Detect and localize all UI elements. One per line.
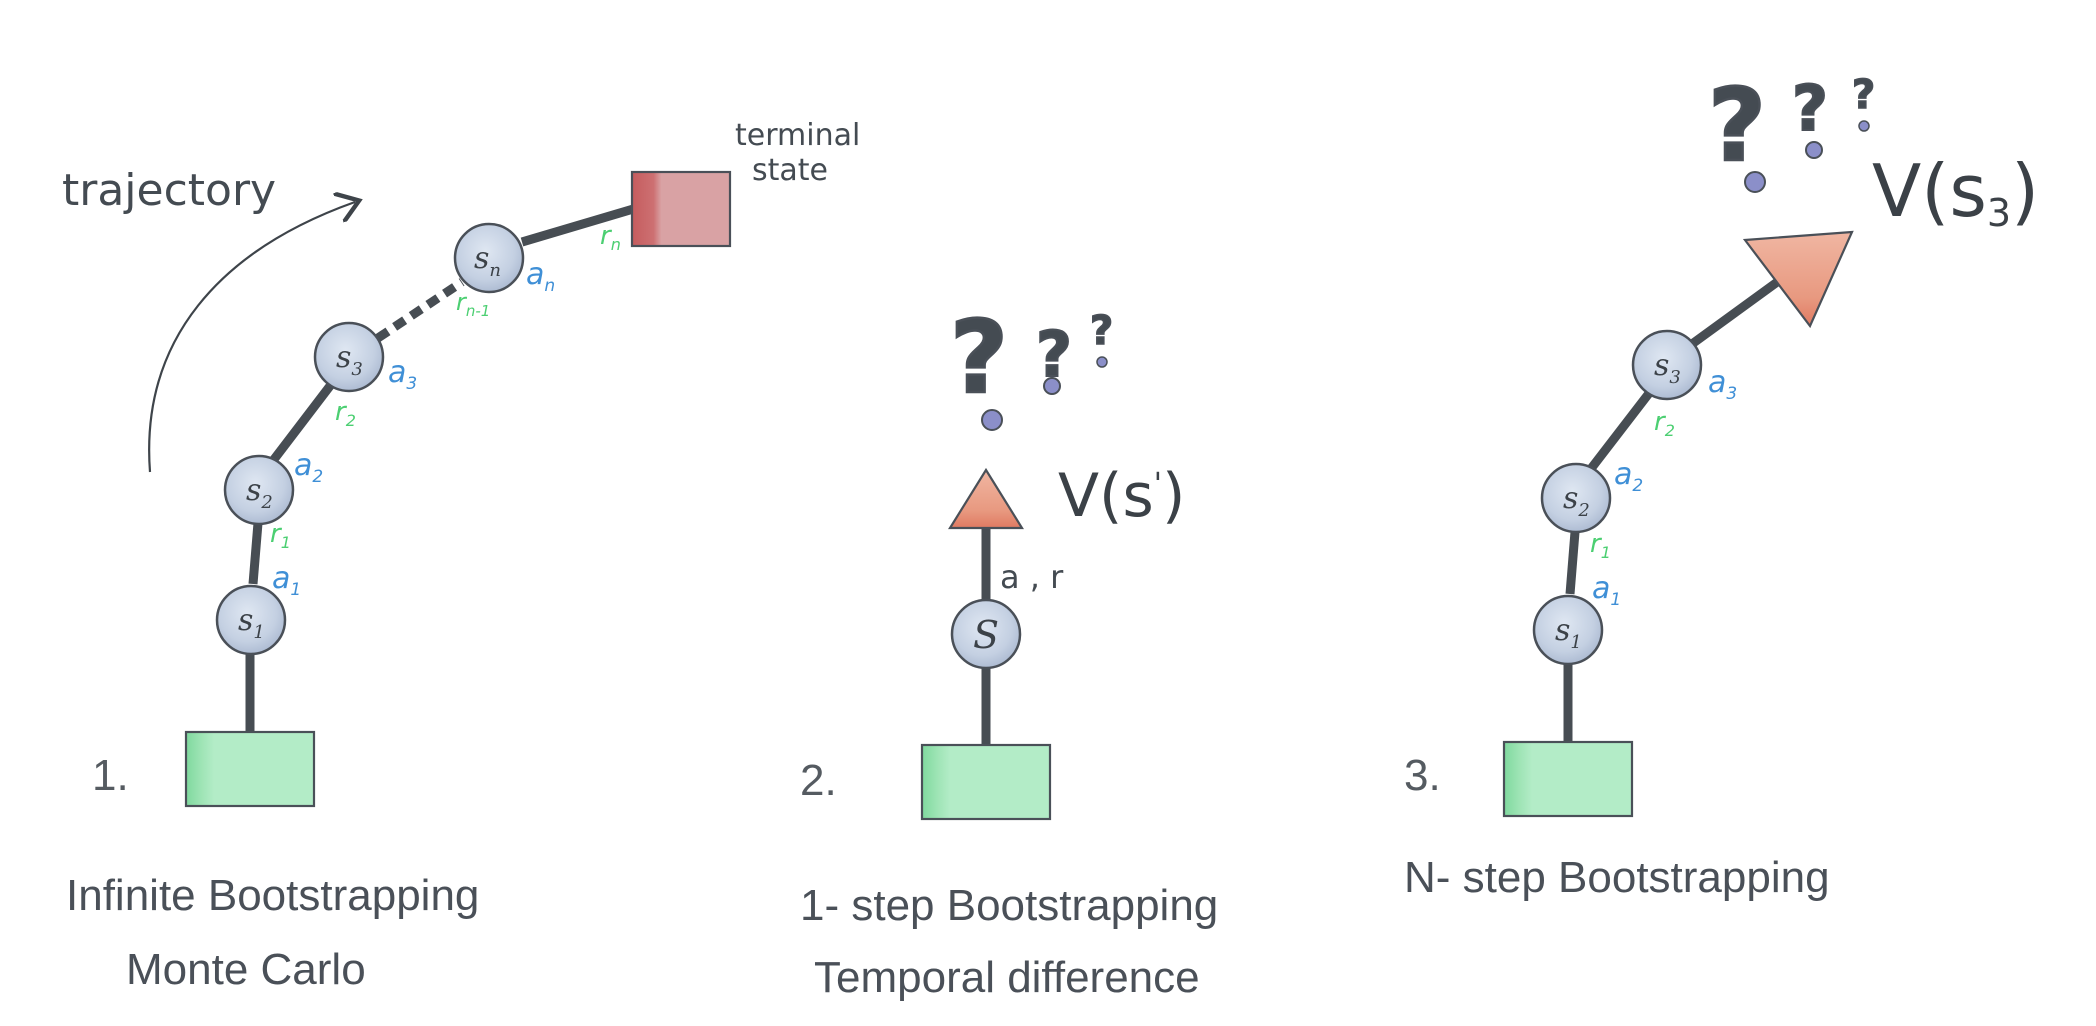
svg-text:s3: s3 <box>1654 348 1681 388</box>
terminal-label-line2: state <box>752 153 828 188</box>
state-node-s1: s1 <box>215 584 287 656</box>
svg-text:s1: s1 <box>1555 613 1582 653</box>
reward-label-rn: rn <box>600 221 621 254</box>
state-node-s1-p3: s1 <box>1532 594 1604 666</box>
edge-s1-s2-p3 <box>1565 531 1580 595</box>
edge-s3-next-p3 <box>1689 276 1783 348</box>
value-label-s-prime: V(s') <box>1058 461 1185 531</box>
n-step-state-triangle <box>1742 230 1854 329</box>
svg-text:s1: s1 <box>238 603 265 643</box>
panel-number-3: 3. <box>1404 751 1441 800</box>
reward-label-rn-1: rn-1 <box>456 288 490 320</box>
question-marks-3: ? ? ? <box>1707 66 1876 193</box>
action-label-a3-p3: a3 <box>1708 365 1737 404</box>
panel-number-2: 2. <box>800 756 837 805</box>
edge-s2-s3 <box>268 379 337 465</box>
reward-label-r2-p3: r2 <box>1654 407 1675 440</box>
edge-s3-sn-dashed <box>375 278 465 342</box>
state-node-s: S <box>950 598 1022 670</box>
state-node-s2-p3: s2 <box>1540 462 1612 534</box>
state-node-s3: s3 <box>313 321 385 393</box>
caption-infinite-bootstrapping: Infinite Bootstrapping <box>66 871 479 920</box>
state-node-s2: s2 <box>223 454 295 526</box>
panel-1-step-bootstrapping: ? ? ? V(s') a , r S 2. 1- step Bootstrap… <box>800 298 1218 1002</box>
reward-label-r1: r1 <box>270 519 291 552</box>
edge-sn-terminal <box>520 202 642 247</box>
state-node-s3-p3: s3 <box>1631 329 1703 401</box>
svg-text:s2: s2 <box>1563 481 1590 521</box>
state-node-sn: sn <box>453 222 525 294</box>
svg-text:sn: sn <box>474 241 501 281</box>
svg-text:?: ? <box>1792 72 1828 145</box>
panel-number-1: 1. <box>92 751 129 800</box>
svg-text:s3: s3 <box>336 340 363 380</box>
action-label-a3: a3 <box>388 355 417 394</box>
panel-n-step-bootstrapping: ? ? ? V(s3) s1 s2 s3 a1 a2 <box>1404 66 2039 902</box>
question-marks-2: ? ? ? <box>949 298 1114 431</box>
trajectory-arrow <box>148 202 355 473</box>
action-label-a1: a1 <box>272 561 301 600</box>
start-state-box-2 <box>920 743 1052 821</box>
action-label-a2: a2 <box>294 448 323 487</box>
edge-s2-s3-p3 <box>1586 389 1654 473</box>
start-state-box-3 <box>1502 740 1634 818</box>
value-label-s3: V(s3) <box>1872 149 2039 235</box>
svg-text:?: ? <box>1708 67 1766 184</box>
next-state-triangle <box>948 467 1024 530</box>
caption-temporal-difference: Temporal difference <box>814 953 1200 1002</box>
svg-text:s2: s2 <box>246 473 273 513</box>
terminal-label-line1: terminal <box>735 118 860 153</box>
reward-label-r2: r2 <box>335 397 356 430</box>
edge-s1-s2 <box>248 522 263 585</box>
edge-label-a-r: a , r <box>1000 558 1064 596</box>
caption-monte-carlo: Monte Carlo <box>126 945 366 994</box>
start-state-box-1 <box>184 730 316 808</box>
svg-text:?: ? <box>1090 308 1113 354</box>
svg-text:?: ? <box>950 299 1008 416</box>
svg-text:S: S <box>973 613 999 657</box>
reward-label-r1-p3: r1 <box>1590 529 1611 562</box>
trajectory-label: trajectory <box>62 165 276 216</box>
panel-infinite-bootstrapping: trajectory 1. terminal state s1 s2 s3 sn <box>62 118 860 994</box>
terminal-state-box <box>630 170 732 248</box>
svg-text:?: ? <box>1852 72 1875 118</box>
action-label-a2-p3: a2 <box>1614 457 1643 496</box>
action-label-an: an <box>526 257 555 296</box>
caption-n-step-bootstrapping: N- step Bootstrapping <box>1404 853 1830 902</box>
caption-1-step-bootstrapping: 1- step Bootstrapping <box>800 881 1218 930</box>
action-label-a1-p3: a1 <box>1592 571 1621 610</box>
